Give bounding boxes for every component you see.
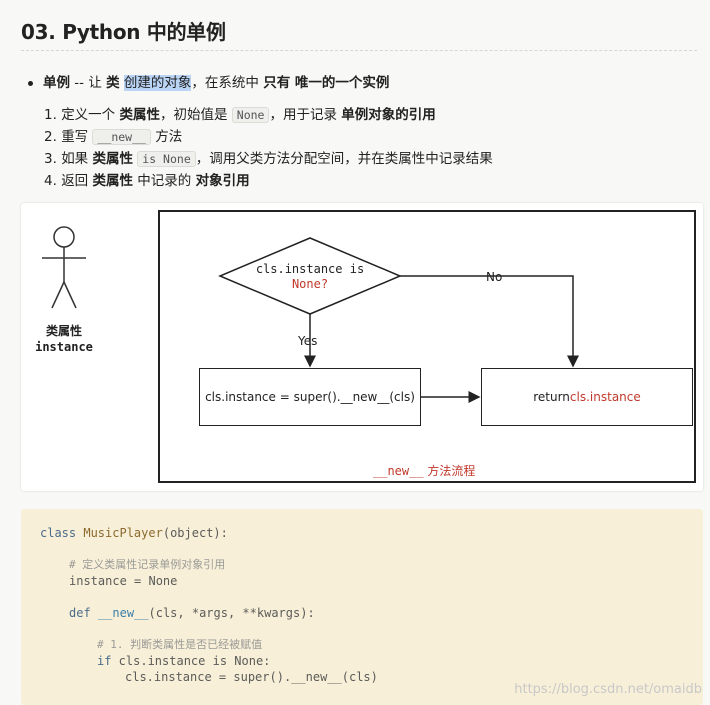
page-title: 03. Python 中的单例 [21,20,226,44]
watermark-text: https://blog.csdn.net/omaidb [514,682,702,697]
return-keyword: return [533,390,570,404]
list-item: 1. 定义一个 类属性，初始值是 None，用于记录 单例对象的引用 [44,104,493,126]
actor-label-line1: 类属性 [45,324,82,338]
code-line-def: def __new__(cls, *args, **kwargs): [69,605,315,621]
code-text: cls.instance is None: [111,654,271,668]
step-number: 4. [44,173,57,189]
step-text: ，调用父类方法分配空间，并在类属性中记录结果 [195,151,493,167]
step-bold: 类属性 [119,107,160,123]
step-bold: 类属性 [92,173,133,189]
code-keyword: if [97,654,112,668]
caption-text: 方法流程 [423,464,476,478]
code-line-if: if cls.instance is None: [97,653,270,669]
no-label: No [486,270,503,284]
step-number: 2. [44,129,57,145]
bullet-dot [28,80,33,86]
title-divider [21,50,697,51]
caption-code: __new__ [373,464,424,478]
steps-list: 1. 定义一个 类属性，初始值是 None，用于记录 单例对象的引用 2. 重写… [44,104,493,192]
step-bold: 对象引用 [195,173,250,189]
no-branch-arrow [400,275,579,368]
code-function-name: __new__ [97,606,149,620]
step-bold: 单例对象的引用 [341,107,436,123]
assign-box-text: cls.instance = super().__new__(cls) [205,390,415,404]
code-text: (cls, *args, **kwargs): [148,606,315,620]
list-item: 3. 如果 类属性 is None，调用父类方法分配空间，并在类属性中记录结果 [44,148,493,170]
bullet-definition: 单例 -- 让 类 创建的对象，在系统中 只有 唯一的一个实例 [28,71,389,91]
code-line-class: class MusicPlayer(object): [40,525,228,541]
diagram-caption: __new__ 方法流程 [373,462,475,479]
actor-label-line2: instance [35,340,93,354]
yes-label: Yes [298,334,318,348]
code-keyword: class [40,526,77,540]
step-text: 如果 [61,151,93,167]
bullet-class-word: 类 [106,75,120,91]
step-text: 方法 [150,129,183,145]
return-box: return cls.instance [481,368,693,426]
inline-code: None [231,107,270,123]
bullet-text-1: -- 让 [70,75,107,91]
actor-figure-icon [42,226,86,309]
inline-code: __new__ [92,129,151,145]
list-item: 2. 重写 __new__ 方法 [44,126,493,148]
list-item: 4. 返回 类属性 中记录的 对象引用 [44,170,493,192]
inline-code: is None [137,151,196,167]
code-line-assign: cls.instance = super().__new__(cls) [125,670,378,684]
flow-diagram-panel [21,203,703,491]
code-comment: # 1. 判断类属性是否已经被赋值 [97,638,263,651]
decision-text: cls.instance is None? [251,262,369,292]
bullet-text-2: ，在系统中 [191,75,264,91]
actor-label: 类属性 instance [24,323,104,355]
step-text: 重写 [61,129,93,145]
bullet-end: 唯一的一个实例 [290,75,390,91]
return-value: cls.instance [569,390,641,404]
step-text: 定义一个 [61,107,120,123]
code-keyword: def [69,606,91,620]
assign-box: cls.instance = super().__new__(cls) [199,368,421,426]
code-comment: # 定义类属性记录单例对象引用 [69,558,226,571]
step-number: 3. [44,151,57,167]
code-line-instance: instance = None [69,574,178,588]
code-class-name: MusicPlayer [83,526,163,540]
step-text: ，初始值是 [159,107,232,123]
code-block: class MusicPlayer(object): # 定义类属性记录单例对象… [21,509,703,705]
flow-frame [158,210,696,483]
bullet-only: 只有 [263,75,291,91]
code-text: (object): [162,526,228,540]
decision-line2: None? [291,277,329,291]
step-bold: 类属性 [92,151,133,167]
step-number: 1. [44,107,57,123]
step-text: 返回 [61,173,93,189]
term-singleton: 单例 [43,75,70,91]
selected-text-highlight[interactable]: 创建的对象 [123,75,192,91]
step-text: 中记录的 [132,173,196,189]
decision-line1: cls.instance is [255,262,365,276]
step-text: ，用于记录 [269,107,342,123]
